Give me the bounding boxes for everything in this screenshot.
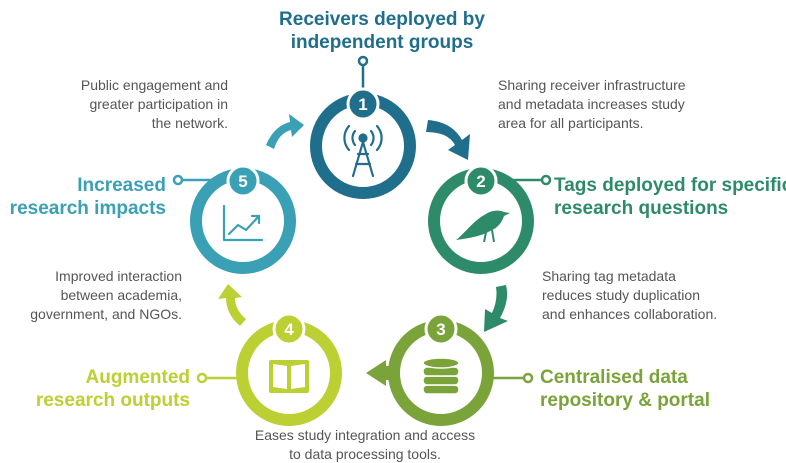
step-3-connector-dot [522,372,534,384]
step-1-number: 1 [358,95,367,114]
transition-3-to-4-text: Eases study integration and access to da… [255,427,475,462]
transition-4-line-1: Improved interaction [55,268,182,284]
step-2-number-badge [464,164,498,198]
step-4-title-line-1: Augmented [86,367,191,388]
transition-3-line-1: Eases study integration and access [255,427,475,443]
step-2-title-line-2: research questions [554,198,728,219]
step-4: Augmented research outputs 4 [36,312,342,426]
step-1: Receivers deployed by independent groups… [279,9,485,199]
transition-5-line-2: greater participation in [89,96,228,112]
step-2: Tags deployed for specific research ques… [428,164,786,274]
transition-1-line-1: Sharing receiver infrastructure [498,77,686,93]
step-3-title-line-1: Centralised data [540,367,688,388]
step-2-number: 2 [476,172,485,191]
transition-1-line-3: area for all participants. [498,115,644,131]
arrow-2-to-3 [484,285,508,332]
step-5-title-line-1: Increased [77,175,166,196]
transition-4-to-5-text: Improved interaction between academia, g… [30,268,182,322]
step-5-title-line-2: research impacts [10,198,166,219]
transition-4-line-3: government, and NGOs. [30,306,182,322]
step-3-number-badge [424,312,458,346]
step-5: Increased research impacts 5 [10,164,296,274]
arrow-1-to-2 [426,120,470,160]
step-4-connector-dot [196,372,208,384]
step-1-number-badge [346,87,380,121]
chart-trend-icon [222,204,264,242]
step-2-title-line-1: Tags deployed for specific [554,175,786,196]
transition-1-line-2: and metadata increases study [498,96,685,112]
bird-icon [456,210,510,243]
arrow-3-to-4 [366,360,393,386]
transition-5-to-1-text: Public engagement and greater participat… [81,77,228,131]
radio-tower-icon [343,124,383,178]
database-icon [422,357,460,395]
arrow-4-to-5 [218,284,246,326]
book-icon [269,360,309,393]
transition-2-line-3: and enhances collaboration. [542,306,717,322]
transition-2-line-1: Sharing tag metadata [542,268,676,284]
transition-5-line-1: Public engagement and [81,77,228,93]
transition-2-to-3-text: Sharing tag metadata reduces study dupli… [542,268,717,322]
transition-2-line-2: reduces study duplication [542,287,700,303]
arrow-5-to-1 [266,114,304,149]
transition-4-line-2: between academia, [61,287,182,303]
step-5-number-badge [226,164,260,198]
step-4-number-badge [272,312,306,346]
step-2-connector-dot [540,174,552,186]
step-3: Centralised data repository & portal 3 [388,312,710,426]
transition-3-line-2: to data processing tools. [289,446,441,462]
step-4-number: 4 [284,320,294,339]
step-1-title-line-2: independent groups [291,32,474,53]
step-5-number: 5 [238,172,247,191]
step-3-title-line-2: repository & portal [540,390,710,411]
transition-1-to-2-text: Sharing receiver infrastructure and meta… [498,77,686,131]
step-5-connector-dot [172,174,184,186]
step-3-number: 3 [436,320,445,339]
step-4-title-line-2: research outputs [36,390,190,411]
transition-5-line-3: the network. [152,115,228,131]
step-1-title-line-1: Receivers deployed by [279,9,485,30]
step-1-connector-dot [357,55,369,67]
